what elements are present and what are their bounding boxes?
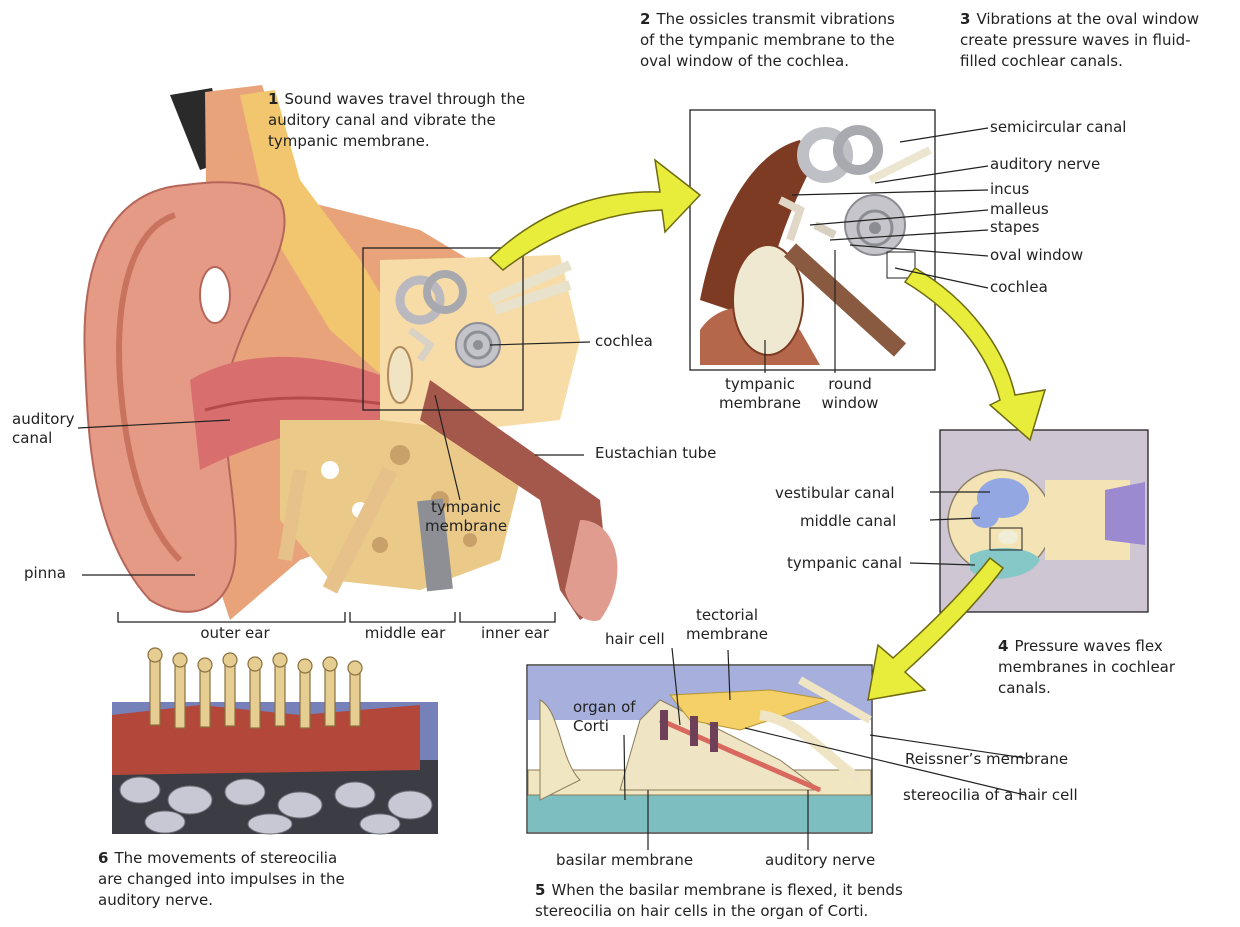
- step-text: The ossicles transmit vibrations of the …: [640, 10, 895, 70]
- label-auditory-nerve-panel: auditory nerve: [990, 155, 1100, 174]
- step-number: 1: [268, 90, 278, 108]
- step-text: Vibrations at the oval window create pre…: [960, 10, 1199, 70]
- label-auditory-canal: auditory canal: [12, 410, 75, 448]
- label-organ-of-corti: organ of Corti: [573, 698, 636, 736]
- organ-of-corti-panel: [527, 665, 872, 833]
- label-stereocilia-hair-cell: stereocilia of a hair cell: [903, 786, 1078, 805]
- label-tectorial-membrane: tectorial membrane: [682, 606, 772, 644]
- label-tympanic-membrane-panel: tympanic membrane: [710, 375, 810, 413]
- label-malleus: malleus: [990, 200, 1049, 219]
- middle-ear-panel: [690, 110, 935, 370]
- label-reissners-membrane: Reissner’s membrane: [905, 750, 1068, 769]
- arrow-to-organ-of-corti: [868, 558, 1003, 700]
- label-outer-ear: outer ear: [190, 624, 280, 643]
- label-pinna: pinna: [24, 564, 66, 583]
- label-eustachian-tube: Eustachian tube: [595, 444, 716, 463]
- label-incus: incus: [990, 180, 1029, 199]
- stereocilia-panel: [112, 648, 438, 834]
- arrow-to-middle-ear: [490, 160, 700, 270]
- label-vestibular-canal: vestibular canal: [775, 484, 895, 503]
- step-text: When the basilar membrane is flexed, it …: [535, 881, 903, 920]
- outer-ear-illustration: [84, 85, 617, 622]
- label-inner-ear: inner ear: [470, 624, 560, 643]
- step-number: 4: [998, 637, 1008, 655]
- label-stapes: stapes: [990, 218, 1039, 237]
- label-cochlea-panel: cochlea: [990, 278, 1048, 297]
- step-number: 2: [640, 10, 650, 28]
- step-number: 6: [98, 849, 108, 867]
- label-hair-cell: hair cell: [605, 630, 665, 649]
- step-text: Pressure waves flex membranes in cochlea…: [998, 637, 1175, 697]
- label-middle-ear: middle ear: [355, 624, 455, 643]
- label-semicircular-canal: semicircular canal: [990, 118, 1126, 137]
- step-number: 5: [535, 881, 545, 899]
- label-tympanic-canal: tympanic canal: [787, 554, 902, 573]
- label-tympanic-membrane-main: tympanic membrane: [425, 498, 507, 536]
- label-round-window: round window: [815, 375, 885, 413]
- step-number: 3: [960, 10, 970, 28]
- step-text: Sound waves travel through the auditory …: [268, 90, 525, 150]
- label-cochlea-main: cochlea: [595, 332, 653, 351]
- label-middle-canal: middle canal: [800, 512, 896, 531]
- label-auditory-nerve-corti: auditory nerve: [765, 851, 875, 870]
- label-basilar-membrane: basilar membrane: [556, 851, 693, 870]
- label-oval-window: oval window: [990, 246, 1083, 265]
- step-text: The movements of stereocilia are changed…: [98, 849, 345, 909]
